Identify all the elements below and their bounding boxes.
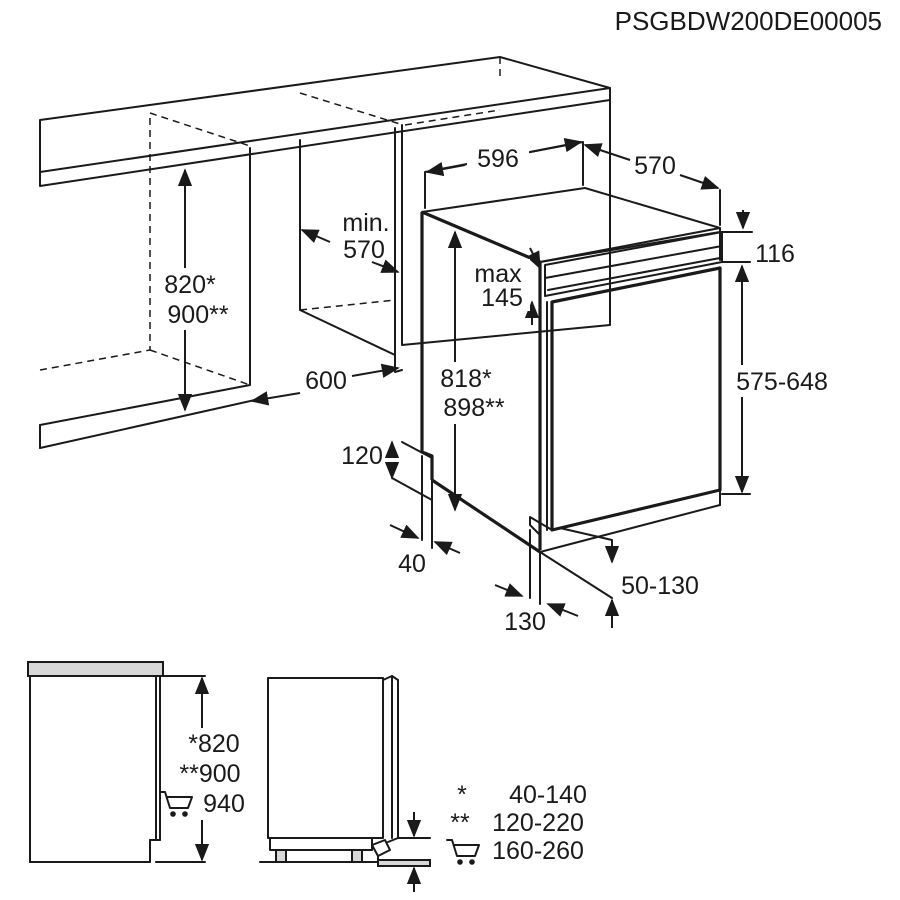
shopping-cart-icon — [159, 791, 193, 817]
plinth-recess-label: 40 — [398, 550, 426, 578]
depth-label: 570 — [634, 152, 676, 180]
side-height-label-3: 940 — [203, 790, 245, 818]
legend-mark-1: * — [457, 781, 467, 809]
min-width-label-1: min. — [342, 209, 389, 237]
niche-depth-label: 600 — [305, 367, 347, 395]
min-width-arrow-right — [371, 259, 400, 273]
legend-range-2: 120-220 — [492, 809, 584, 837]
niche-height-label-2: 900** — [167, 301, 228, 329]
leg-adjust-label: 50-130 — [621, 572, 699, 600]
left-cabinet — [39, 118, 256, 449]
legend-range-3: 160-260 — [492, 837, 584, 865]
side-height-label-2: **900 — [179, 760, 240, 788]
side-height-label-1: *820 — [188, 730, 239, 758]
side-view-cabinet — [27, 661, 206, 863]
body-height-label-1: 818* — [440, 365, 492, 393]
niche-depth-arrow-right — [351, 363, 400, 378]
countertop — [39, 56, 611, 187]
foot-recess-label: 130 — [504, 608, 546, 636]
niche-depth-arrow-left — [250, 391, 301, 406]
max-panel-arrow-down — [526, 247, 541, 270]
product-code: PSGBDW200DE00005 — [615, 6, 882, 36]
top-offset-label: 116 — [755, 240, 795, 268]
legend-mark-2: ** — [450, 809, 470, 837]
legend-range-1: 40-140 — [509, 781, 587, 809]
max-panel-label-1: max — [474, 260, 522, 288]
appliance-side-view — [259, 675, 431, 867]
min-width-arrow-left — [300, 229, 331, 243]
body-height-label-2: 898** — [443, 394, 504, 422]
min-width-label-2: 570 — [343, 236, 385, 264]
plinth-height-label: 120 — [341, 442, 383, 470]
shopping-cart-icon — [446, 839, 480, 865]
width-label: 596 — [477, 145, 519, 173]
niche-height-label-1: 820* — [164, 271, 216, 299]
max-panel-label-2: 145 — [481, 284, 523, 312]
door-height-label: 575-648 — [736, 368, 828, 396]
